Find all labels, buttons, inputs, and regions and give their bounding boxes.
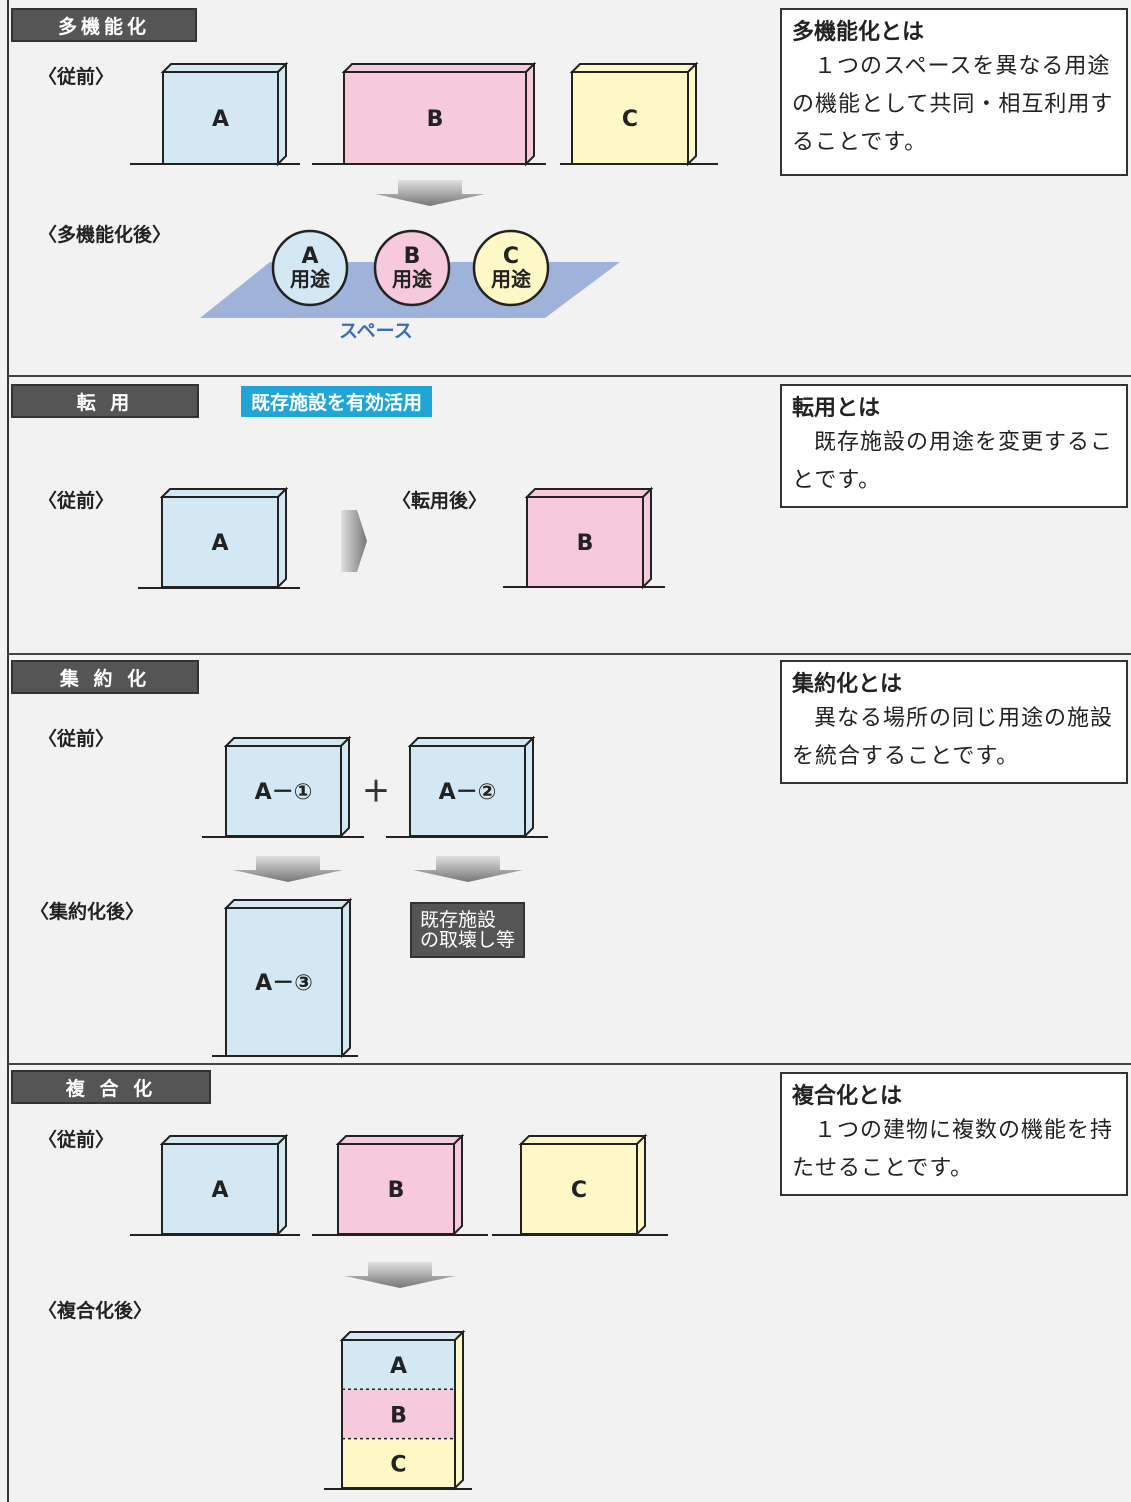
arrow-down-icon bbox=[413, 856, 523, 882]
building-b-after bbox=[526, 496, 644, 588]
after-label: 〈多機能化後〉 bbox=[38, 224, 172, 246]
section-header-consolidation: 集 約 化 bbox=[11, 660, 199, 694]
stack-floor-label: C bbox=[390, 1453, 406, 1478]
building-a3-top bbox=[223, 899, 353, 909]
arrow-down-icon bbox=[375, 180, 485, 206]
after-label: 〈集約化後〉 bbox=[30, 901, 145, 923]
building-a-top bbox=[159, 1135, 289, 1145]
description-title: 転用とは bbox=[792, 396, 881, 421]
description-body: 既存施設の用途を変更することです。 bbox=[792, 430, 1114, 493]
building-b-top bbox=[341, 63, 537, 73]
stack-floor-B bbox=[342, 1389, 455, 1439]
use-circle bbox=[472, 229, 550, 307]
building-c-label: C bbox=[622, 107, 638, 132]
description-title: 複合化とは bbox=[792, 1084, 903, 1109]
building-c bbox=[520, 1143, 638, 1235]
arrow-down-icon bbox=[345, 1262, 455, 1288]
stack-floor-label: B bbox=[390, 1403, 407, 1428]
section-divider bbox=[7, 375, 1131, 377]
description-title: 集約化とは bbox=[792, 672, 903, 697]
section-divider bbox=[7, 1063, 1131, 1065]
building-a2-side bbox=[524, 735, 534, 839]
use-circle bbox=[373, 229, 451, 307]
use-circle-letter: C bbox=[503, 244, 519, 269]
building-a-side bbox=[277, 61, 287, 167]
building-a3-side bbox=[341, 897, 351, 1059]
stack-floor-C bbox=[342, 1438, 455, 1488]
building-a-before-side bbox=[277, 486, 287, 590]
before-label: 〈従前〉 bbox=[38, 728, 115, 750]
building-b-label: B bbox=[427, 107, 444, 132]
building-a2-top bbox=[407, 737, 536, 747]
note-line: の取壊し等 bbox=[420, 929, 516, 951]
demolition-note: 既存施設 の取壊し等 bbox=[410, 902, 526, 958]
before-label: 〈従前〉 bbox=[38, 490, 115, 512]
description-body: 異なる場所の同じ用途の施設を統合することです。 bbox=[792, 706, 1114, 769]
building-b-after-side bbox=[642, 486, 652, 590]
plus-sign: ＋ bbox=[362, 775, 390, 808]
use-circle-letter: A bbox=[301, 244, 318, 269]
building-a1-label: A－① bbox=[255, 780, 313, 805]
building-b-label: B bbox=[388, 1178, 405, 1203]
building-c-side bbox=[687, 61, 697, 167]
stack-side bbox=[454, 1329, 464, 1491]
building-a1-side bbox=[340, 735, 350, 839]
building-a-side bbox=[277, 1133, 287, 1237]
use-circle-label: 用途 bbox=[290, 267, 331, 291]
building-a3 bbox=[225, 907, 343, 1057]
building-a2-label: A－② bbox=[439, 780, 497, 805]
building-b-after-label: B bbox=[577, 531, 594, 556]
use-circle-letter: B bbox=[404, 244, 421, 269]
use-circle bbox=[271, 229, 349, 307]
description-conversion: 転用とは 既存施設の用途を変更することです。 bbox=[780, 384, 1128, 508]
stack-floor-A bbox=[342, 1340, 455, 1390]
stack-floor-label: A bbox=[390, 1354, 407, 1379]
building-b-side bbox=[453, 1133, 463, 1237]
building-b-after-top bbox=[524, 488, 654, 498]
building-a-top bbox=[160, 63, 289, 73]
building-a-before-top bbox=[159, 488, 289, 498]
arrow-down-icon bbox=[233, 856, 343, 882]
building-b-side bbox=[525, 61, 535, 167]
building-b-top bbox=[335, 1135, 465, 1145]
building-a-label: A bbox=[211, 1178, 228, 1203]
after-label: 〈転用後〉 bbox=[392, 490, 488, 512]
section-divider bbox=[7, 653, 1131, 655]
building-a bbox=[162, 71, 279, 165]
section-header-complex: 複 合 化 bbox=[11, 1070, 211, 1104]
building-c-side bbox=[636, 1133, 646, 1237]
after-label: 〈複合化後〉 bbox=[38, 1300, 153, 1322]
before-label: 〈従前〉 bbox=[38, 1129, 115, 1151]
building-a-before-label: A bbox=[211, 531, 228, 556]
diagram-frame bbox=[7, 0, 1131, 1502]
building-a-label: A bbox=[212, 107, 229, 132]
reuse-badge: 既存施設を有効活用 bbox=[241, 386, 433, 417]
description-multifunction: 多機能化とは １つのスペースを異なる用途の機能として共同・相互利用することです。 bbox=[780, 8, 1128, 176]
use-circle-label: 用途 bbox=[491, 267, 532, 291]
building-a2 bbox=[409, 745, 526, 837]
space-label: スペース bbox=[339, 320, 413, 342]
building-c-top bbox=[569, 63, 699, 73]
building-a1-top bbox=[223, 737, 352, 747]
arrow-right-icon bbox=[341, 510, 367, 572]
building-a3-label: A－③ bbox=[255, 971, 313, 996]
description-body: １つのスペースを異なる用途の機能として共同・相互利用することです。 bbox=[792, 54, 1114, 155]
section-header-multifunction: 多機能化 bbox=[11, 8, 197, 42]
use-circle-label: 用途 bbox=[392, 267, 433, 291]
building-c-top bbox=[518, 1135, 648, 1145]
before-label: 〈従前〉 bbox=[38, 66, 115, 88]
description-body: １つの建物に複数の機能を持たせることです。 bbox=[792, 1118, 1114, 1181]
description-complex: 複合化とは １つの建物に複数の機能を持たせることです。 bbox=[780, 1072, 1128, 1196]
description-consolidation: 集約化とは 異なる場所の同じ用途の施設を統合することです。 bbox=[780, 660, 1128, 784]
building-b bbox=[337, 1143, 455, 1235]
description-title: 多機能化とは bbox=[792, 20, 925, 45]
building-c-label: C bbox=[571, 1178, 587, 1203]
stack-top bbox=[339, 1331, 466, 1341]
building-a-before bbox=[161, 496, 279, 588]
building-b bbox=[343, 71, 527, 165]
note-line: 既存施設 bbox=[420, 909, 497, 931]
section-header-conversion: 転 用 bbox=[11, 384, 199, 418]
